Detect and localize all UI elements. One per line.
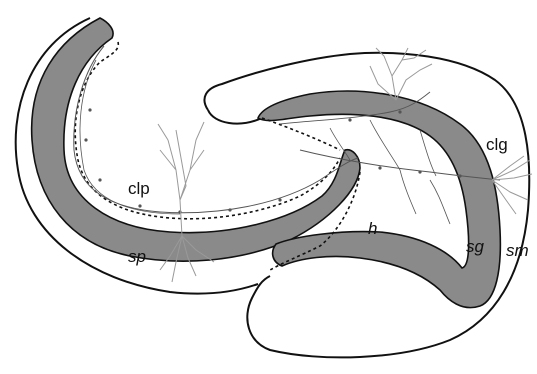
label-h: h: [368, 219, 377, 238]
label-sm: sm: [506, 241, 529, 260]
label-sg: sg: [466, 237, 485, 256]
label-sp: sp: [128, 247, 146, 266]
stratum-granulosum: [258, 91, 500, 308]
schaffer-fiber-line: [74, 46, 358, 213]
mossy-fiber-dashed-hilus: [262, 118, 340, 150]
dentate-hilus-opening: [208, 110, 262, 124]
label-clp: clp: [128, 179, 150, 198]
label-clg: clg: [486, 135, 508, 154]
mossy-fiber-dashed-outer: [75, 42, 340, 219]
